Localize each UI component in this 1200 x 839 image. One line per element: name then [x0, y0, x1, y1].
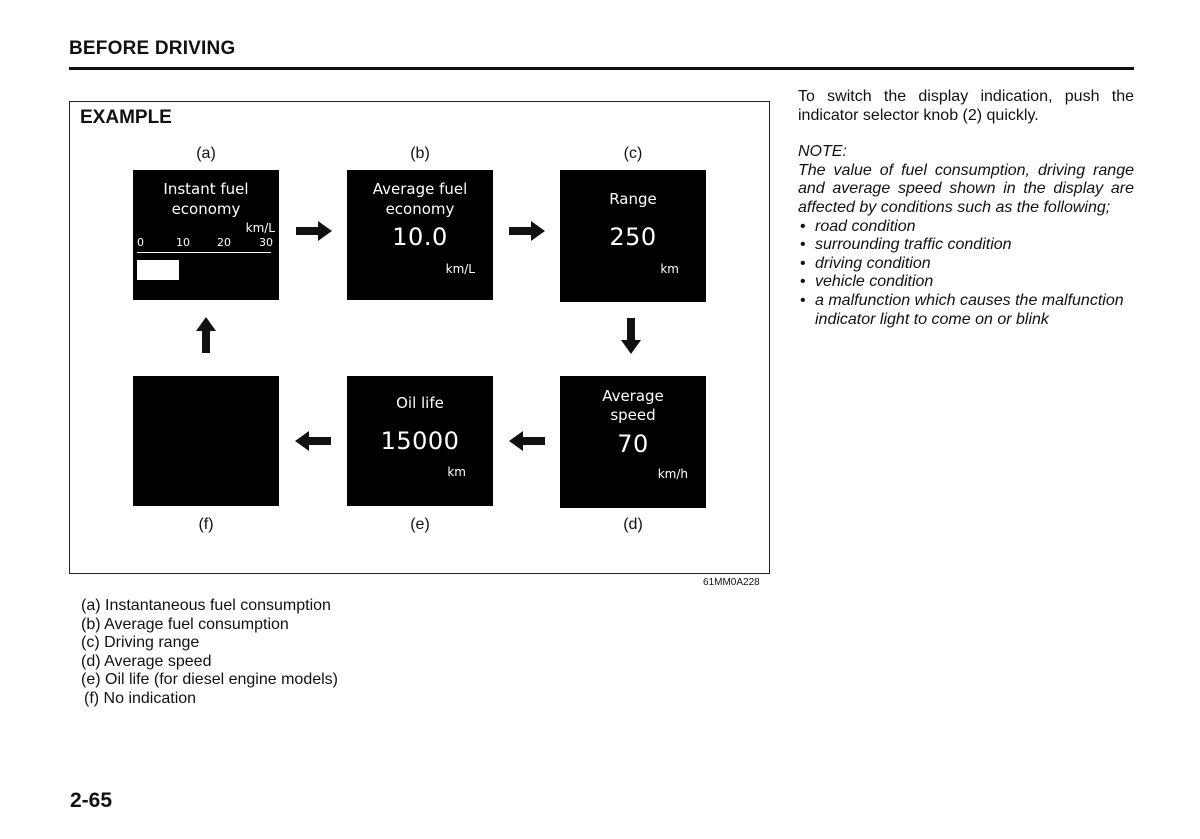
- scale-label-0: 0: [137, 236, 144, 249]
- screen-d-line2: speed: [610, 406, 656, 424]
- screen-a-line1: Instant fuel: [163, 180, 249, 198]
- screen-average-speed: Average speed 70 km/h: [560, 376, 706, 508]
- legend-item-f: (f) No indication: [84, 689, 197, 707]
- screen-e-label: Oil life: [396, 394, 444, 412]
- note-item: vehicle condition: [798, 273, 1134, 292]
- note-label: NOTE:: [798, 143, 847, 161]
- screen-e-value: 15000: [380, 427, 460, 455]
- note-item: a malfunction which causes the malfuncti…: [798, 292, 1134, 329]
- caption-e: (e): [410, 516, 430, 533]
- screen-oil-life: Oil life 15000 km: [347, 376, 493, 506]
- fuel-economy-scale: 0 10 20 30: [137, 236, 273, 266]
- arrow-right-icon: [296, 221, 332, 241]
- note-item: driving condition: [798, 255, 1134, 274]
- legend-item-b: (b) Average fuel consumption: [81, 615, 289, 633]
- caption-d: (d): [623, 516, 643, 533]
- figure-legend: (a) Instantaneous fuel consumption (b) A…: [81, 597, 338, 709]
- screen-d-value: 70: [617, 430, 649, 458]
- caption-a: (a): [196, 145, 216, 162]
- note-text: The value of fuel consumption, driving r…: [798, 161, 1134, 216]
- screen-a-line2: economy: [171, 200, 241, 218]
- legend-item-c: (c) Driving range: [81, 634, 200, 652]
- arrow-up-icon: [196, 317, 216, 353]
- legend-item-e: (e) Oil life (for diesel engine models): [81, 671, 338, 689]
- caption-c: (c): [623, 145, 643, 162]
- legend-item-a: (a) Instantaneous fuel consumption: [81, 597, 331, 614]
- note-item: road condition: [798, 218, 1134, 237]
- fuel-economy-bar: [137, 260, 179, 280]
- screen-a-unit: km/L: [245, 221, 275, 235]
- header-rule: [69, 67, 1134, 70]
- arrow-down-icon: [621, 318, 641, 354]
- caption-b: (b): [410, 145, 430, 162]
- note-item: surrounding traffic condition: [798, 236, 1134, 255]
- screen-d-unit: km/h: [657, 467, 688, 481]
- screen-b-value: 10.0: [392, 223, 448, 251]
- arrow-left-icon: [295, 431, 331, 451]
- legend-item-d: (d) Average speed: [81, 652, 212, 670]
- screen-c-label: Range: [609, 190, 657, 208]
- page-number: 2-65: [70, 789, 113, 812]
- screen-range: Range 250 km: [560, 170, 706, 302]
- right-column: To switch the display indication, push t…: [798, 88, 1134, 329]
- screen-b-line1: Average fuel: [372, 180, 468, 198]
- screen-instant-fuel-economy: Instant fuel economy km/L 0 10 20 30: [133, 170, 279, 300]
- note-list: road condition surrounding traffic condi…: [798, 218, 1134, 330]
- screen-b-unit: km/L: [445, 262, 475, 276]
- example-title: EXAMPLE: [80, 107, 172, 128]
- screen-no-indication: [133, 376, 279, 506]
- screen-b-line2: economy: [385, 200, 455, 218]
- screen-average-fuel-economy: Average fuel economy 10.0 km/L: [347, 170, 493, 300]
- screen-d-line1: Average: [602, 387, 664, 405]
- caption-f: (f): [198, 516, 214, 533]
- arrow-right-icon: [509, 221, 545, 241]
- screen-c-value: 250: [609, 223, 657, 251]
- screen-c-unit: km: [660, 262, 679, 276]
- scale-label-10: 10: [176, 236, 190, 249]
- example-figure-frame: [69, 101, 770, 574]
- scale-axis: [137, 252, 271, 253]
- screen-e-unit: km: [447, 465, 466, 479]
- scale-label-30: 30: [259, 236, 273, 249]
- figure-code: 61MM0A228: [703, 577, 760, 588]
- section-title: BEFORE DRIVING: [69, 38, 236, 59]
- scale-label-20: 20: [217, 236, 231, 249]
- intro-paragraph: To switch the display indication, push t…: [798, 88, 1134, 124]
- arrow-left-icon: [509, 431, 545, 451]
